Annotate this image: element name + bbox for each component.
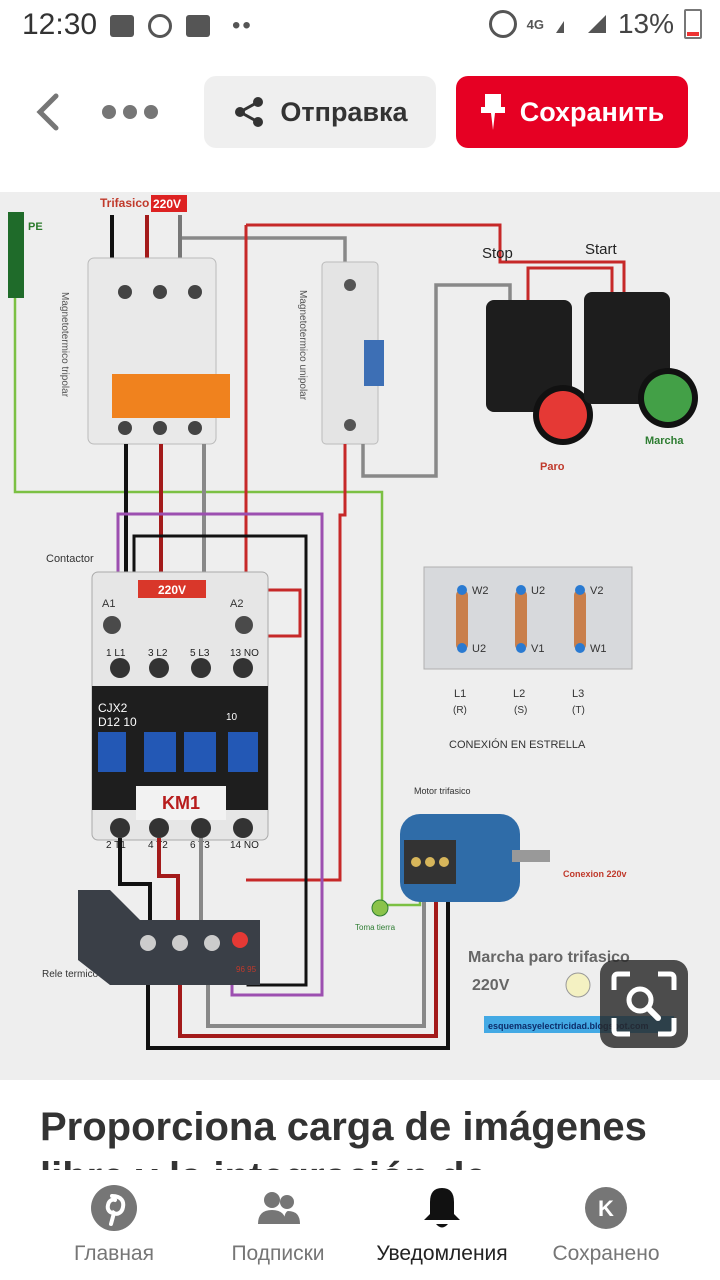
notification-icons: •• — [110, 12, 253, 40]
v1-label: V1 — [531, 643, 544, 655]
paro-label: Paro — [540, 461, 565, 473]
l2-label: L2 — [513, 688, 525, 700]
signal-icon-2 — [587, 15, 606, 33]
conexion-label: Conexion 220v — [563, 869, 627, 879]
save-label: Сохранить — [519, 96, 665, 127]
save-button[interactable]: Сохранить — [456, 76, 688, 148]
nav-following-label: Подписки — [231, 1242, 325, 1265]
signal-icon — [555, 21, 564, 33]
a1-label: A1 — [102, 598, 115, 610]
toma-tierra-label: Toma tierra — [355, 923, 396, 932]
more-notifications-icon: •• — [232, 12, 253, 39]
pin-image[interactable]: PE Trifasico 220V Magnetotermico tripola… — [0, 192, 720, 1080]
nav-notifications[interactable]: Уведомления — [352, 1184, 532, 1274]
send-label: Отправка — [280, 96, 408, 127]
km1-label: KM1 — [162, 793, 200, 813]
caption-title: Marcha paro trifasico — [468, 949, 630, 966]
terminal-top-4: 13 NO — [230, 648, 259, 659]
u2-top-label: U2 — [531, 585, 545, 597]
svg-text:K: K — [598, 1196, 614, 1221]
km1-plate — [136, 786, 226, 820]
gallery-icon — [110, 15, 134, 37]
thermal-relay — [78, 890, 260, 985]
nav-home[interactable]: Главная — [24, 1184, 204, 1274]
pe-terminal — [8, 212, 24, 298]
battery-icon — [684, 9, 702, 39]
pinterest-icon — [91, 1185, 137, 1231]
pin-icon — [480, 94, 505, 130]
model-code: D12 10 — [98, 715, 137, 729]
v2-label: V2 — [590, 585, 603, 597]
stop-label: Stop — [482, 245, 513, 262]
u2-bottom-label: U2 — [472, 643, 486, 655]
rele-label: Rele termico — [42, 969, 99, 980]
mail-icon — [186, 15, 210, 37]
caption-voltage: 220V — [472, 977, 510, 994]
nav-saved-label: Сохранено — [552, 1242, 660, 1265]
terminal-top-3: 5 L3 — [190, 648, 210, 659]
voltage-badge-text: 220V — [153, 197, 181, 211]
more-options-icon[interactable] — [102, 92, 158, 132]
terminal-top-2: 3 L2 — [148, 648, 168, 659]
website-label: esquemasyelectricidad.blogspot.com — [488, 1021, 649, 1031]
w2-label: W2 — [472, 585, 489, 597]
coil-voltage: 220V — [158, 583, 186, 597]
relay-contacts: 96 95 — [236, 965, 257, 974]
top-terminals: 1 L1 3 L2 5 L3 13 NO — [106, 648, 259, 678]
alarm-icon — [488, 10, 517, 38]
t-label: (T) — [572, 705, 585, 716]
tripolar-label: Magnetotermico tripolar — [59, 292, 70, 398]
status-right: 4G 13% — [488, 8, 702, 40]
wiring-diagram: PE Trifasico 220V Magnetotermico tripola… — [8, 195, 698, 1050]
l1-label: L1 — [454, 688, 466, 700]
share-icon — [235, 97, 264, 127]
voltage-badge — [151, 195, 187, 212]
stop-button-red — [539, 391, 587, 439]
star-connection-label: CONEXIÓN EN ESTRELLA — [449, 738, 586, 751]
model-label: CJX2 — [98, 701, 128, 715]
status-bar: 12:30 •• 4G 13% — [0, 0, 720, 50]
r-label: (R) — [453, 705, 467, 716]
people-icon — [258, 1192, 300, 1224]
l3-label: L3 — [572, 688, 584, 700]
s-label: (S) — [514, 705, 527, 716]
start-button-green — [644, 374, 692, 422]
unipolar-label: Magnetotermico unipolar — [297, 290, 308, 401]
terminal-bottom-1: 2 T1 — [106, 840, 126, 851]
terminal-top-1: 1 L1 — [106, 648, 126, 659]
bell-icon — [424, 1188, 460, 1228]
terminal-bottom-4: 14 NO — [230, 840, 259, 851]
stop-button-body — [486, 300, 572, 412]
visual-search-button[interactable] — [600, 960, 688, 1048]
nav-home-label: Главная — [74, 1242, 154, 1265]
battery-percent: 13% — [617, 8, 674, 39]
nav-notifications-label: Уведомления — [376, 1242, 508, 1265]
send-button[interactable]: Отправка — [204, 76, 436, 148]
earth-icon — [371, 899, 389, 917]
back-arrow-icon[interactable] — [28, 90, 72, 134]
aux-label: 10 — [226, 712, 238, 723]
motor-label: Motor trifasico — [414, 786, 471, 796]
status-time: 12:30 — [22, 8, 98, 41]
start-label: Start — [585, 241, 618, 258]
a2-label: A2 — [230, 598, 243, 610]
trifasico-label: Trifasico — [100, 196, 149, 210]
lens-icon — [611, 971, 677, 1037]
network-type: 4G — [526, 16, 544, 32]
w1-label: W1 — [590, 643, 607, 655]
marcha-label: Marcha — [645, 435, 684, 447]
pin-toolbar: Отправка Сохранить — [0, 70, 720, 160]
nav-following[interactable]: Подписки — [188, 1184, 368, 1274]
nav-saved[interactable]: K Сохранено — [516, 1184, 696, 1274]
breaker-handle — [112, 374, 230, 418]
bottom-nav: Главная Подписки Уведомления K Сохранено — [0, 1170, 720, 1280]
profile-k-icon: K — [585, 1187, 627, 1229]
pe-label: PE — [28, 221, 43, 233]
bulb-icon — [565, 972, 591, 998]
contactor-label: Contactor — [46, 553, 94, 565]
sync-icon — [148, 14, 172, 38]
